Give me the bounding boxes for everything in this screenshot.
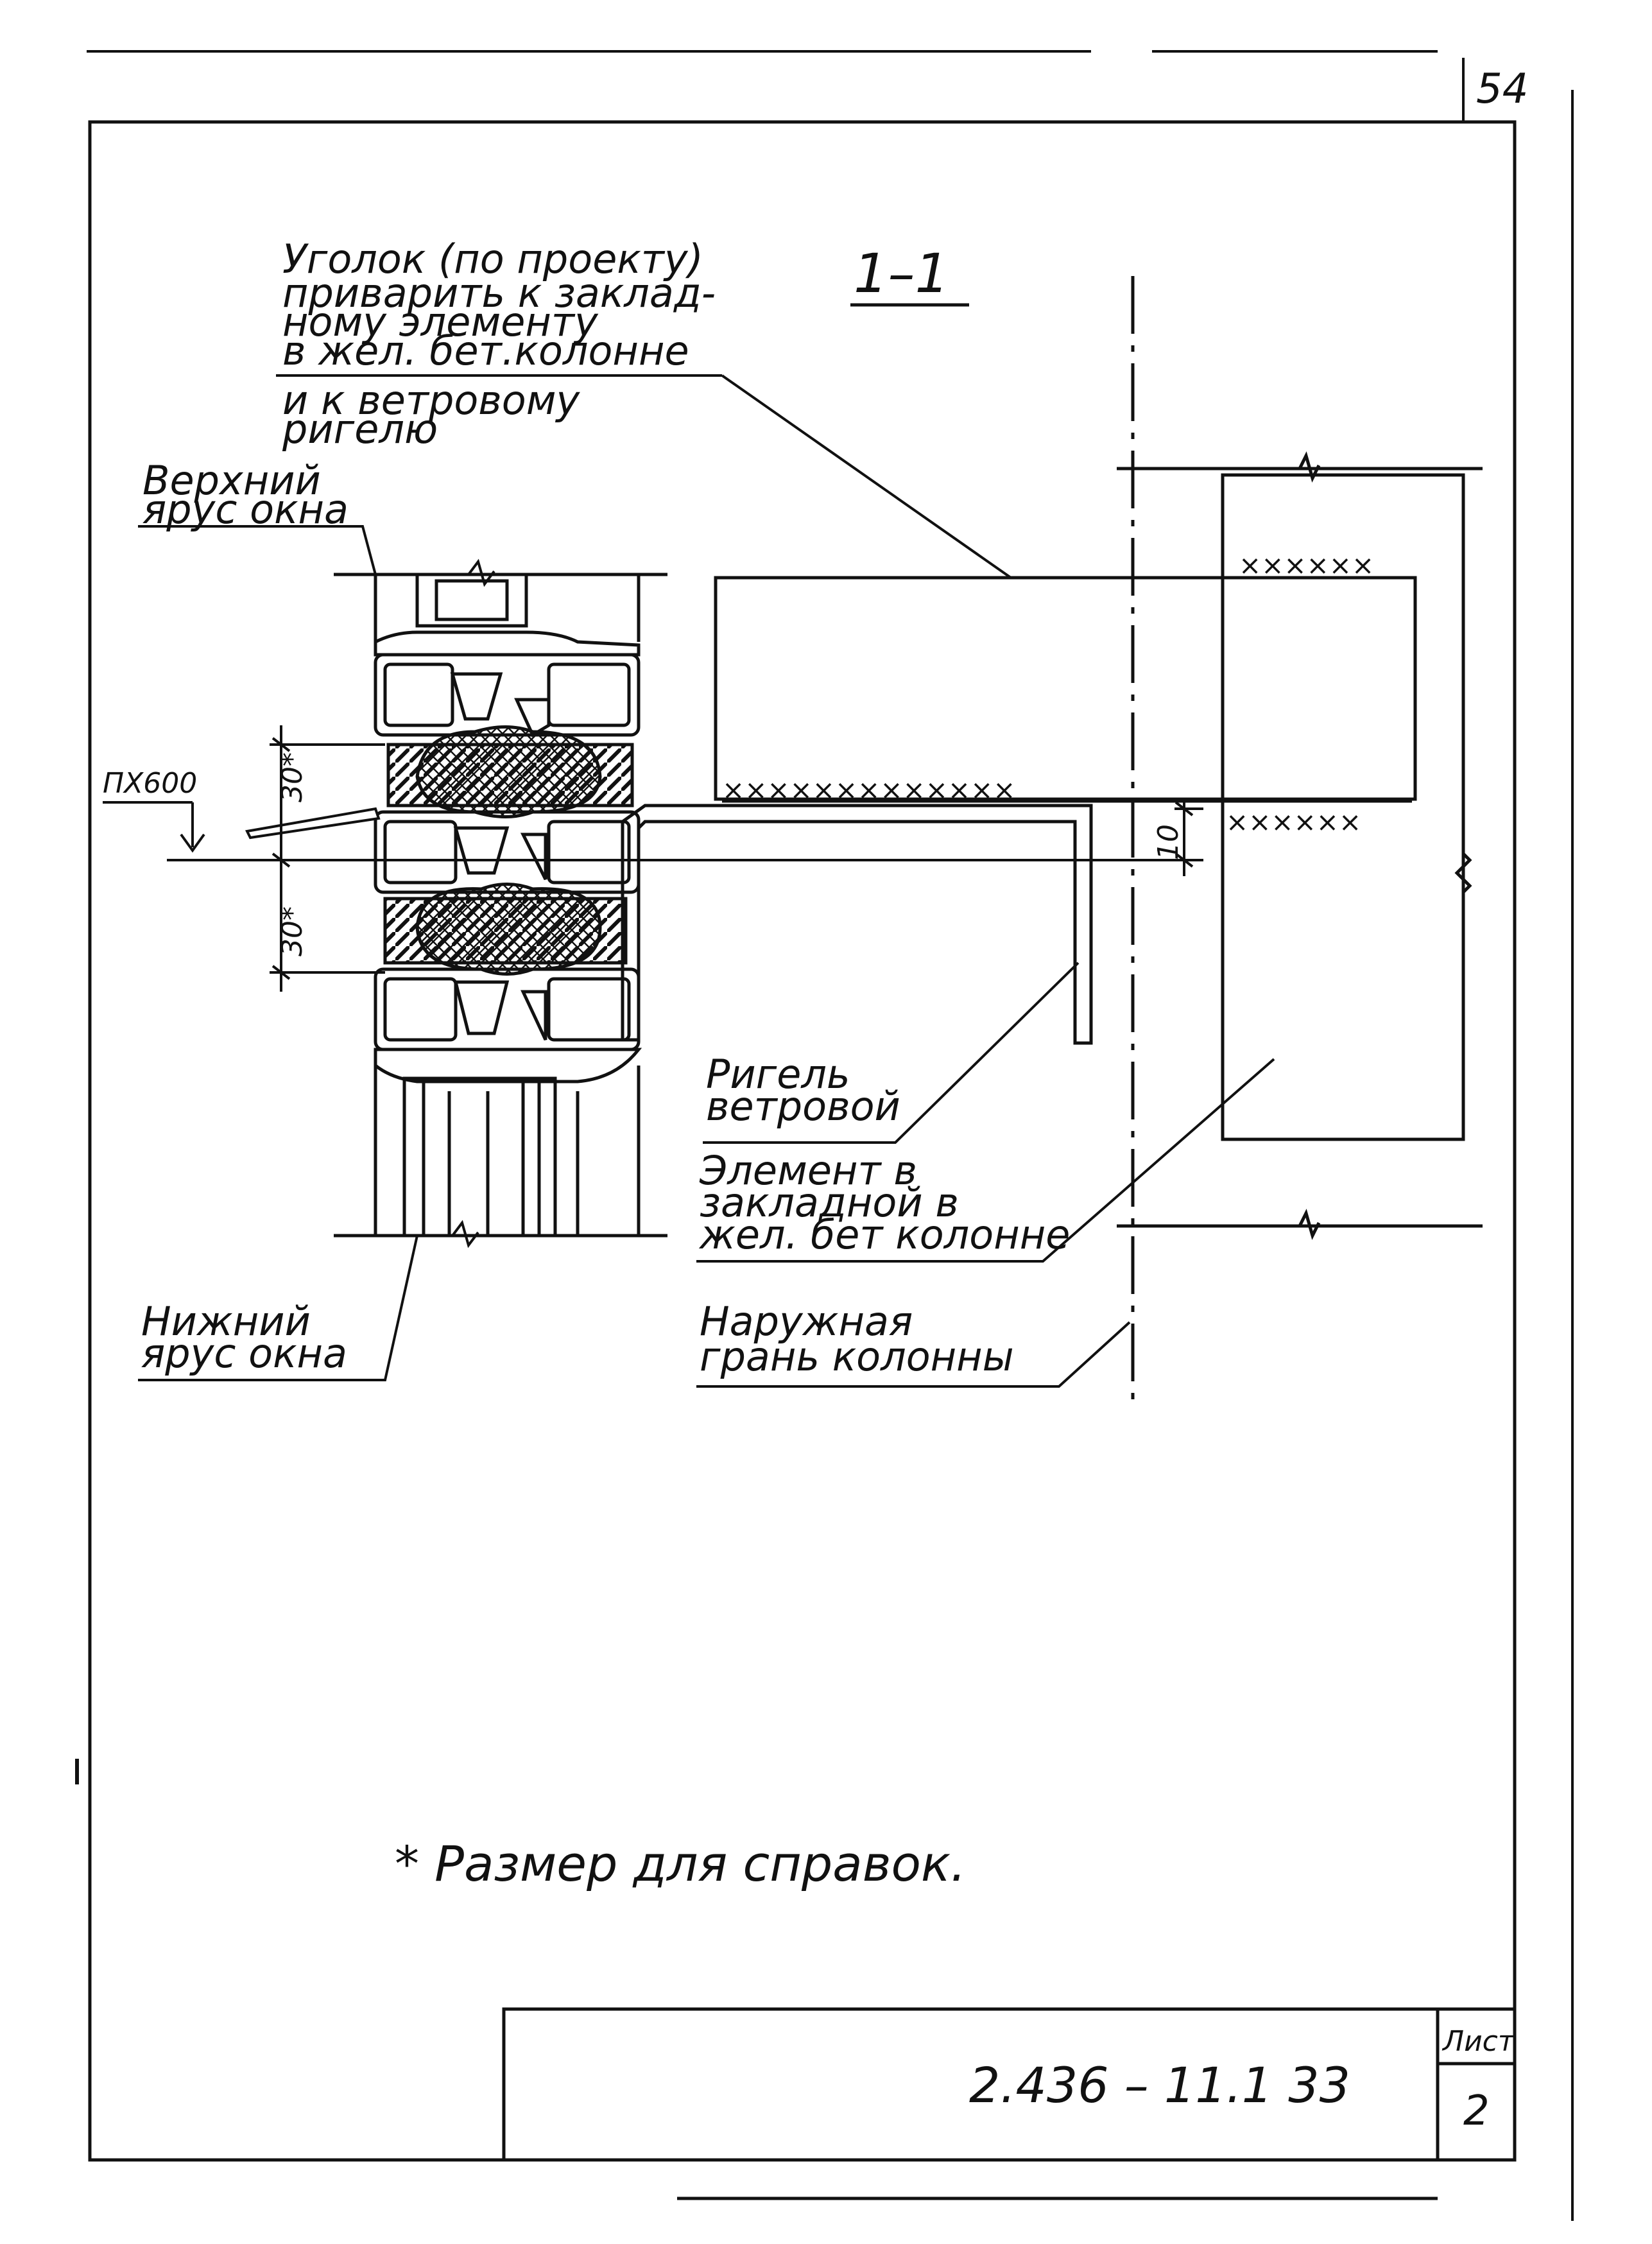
rigel-leader: [703, 962, 1080, 1144]
steel-angle: [621, 804, 1093, 1045]
weld-marks-top: ××××××: [1239, 549, 1374, 581]
lower-tier-leader: [138, 1235, 418, 1381]
doc-code: 2.436 – 11.1 33: [969, 2057, 1350, 2114]
sheet-label: Лист: [1441, 2025, 1515, 2058]
embed-leader: [696, 1058, 1275, 1263]
outer-face-label: Наружная грань колонны: [700, 1298, 1014, 1380]
svg-text:и к ветровому: и к ветровому: [282, 377, 580, 424]
svg-text:Наружная: Наружная: [700, 1298, 913, 1345]
break-mark-bottom: [451, 1220, 479, 1248]
upper-tier-leader: [138, 525, 377, 575]
svg-text:ярус окна: ярус окна: [142, 486, 348, 533]
svg-text:ригелю: ригелю: [282, 406, 438, 453]
dim-lower: 30*: [276, 906, 309, 956]
window-profile: [334, 573, 667, 1238]
rigel-label: Ригель ветровой: [706, 1051, 900, 1130]
wind-rigel: [714, 576, 1417, 803]
svg-text:Ригель: Ригель: [706, 1051, 850, 1098]
upper-tier-label: Верхний ярус окна: [142, 457, 348, 533]
svg-text:грань колонны: грань колонны: [700, 1333, 1014, 1380]
weld-marks-right: ××××××: [1226, 806, 1361, 838]
svg-text:жел. бет колонне: жел. бет колонне: [698, 1211, 1070, 1258]
top-trim-line: [87, 50, 1574, 2221]
corner-label: Уголок (по проекту) приварить к заклад- …: [282, 236, 716, 453]
svg-text:ветровой: ветровой: [706, 1083, 900, 1130]
svg-text:приварить к заклад-: приварить к заклад-: [282, 270, 716, 316]
svg-text:ярус окна: ярус окна: [141, 1330, 347, 1377]
dim-upper: 30*: [276, 752, 309, 802]
plate-arrow: [180, 802, 205, 853]
lower-tier-label: Нижний ярус окна: [141, 1298, 347, 1377]
svg-text:закладной в: закладной в: [700, 1179, 959, 1226]
reference-note: * Размер для справок.: [395, 1835, 966, 1892]
svg-text:в жел. бет.колонне: в жел. бет.колонне: [282, 327, 689, 374]
break-mark-top: [467, 558, 495, 587]
svg-text:ному элементу: ному элементу: [282, 298, 599, 345]
page-number: 54: [1476, 65, 1528, 113]
dimension-lines: [167, 725, 1203, 992]
weld-marks-bottom: ×××××××××××××: [722, 774, 1016, 806]
corner-leader: [276, 374, 1012, 579]
svg-text:Элемент в: Элемент в: [699, 1147, 917, 1194]
sheet-number: 2: [1463, 2087, 1490, 2135]
svg-text:Верхний: Верхний: [142, 457, 321, 504]
drip-plate: [245, 807, 381, 840]
column: [1117, 276, 1483, 1406]
dim-angle: 10: [1152, 824, 1185, 860]
svg-text:Уголок (по проекту): Уголок (по проекту): [282, 236, 703, 282]
plate-label: ПХ600: [103, 767, 197, 800]
section-title: 1–1: [854, 242, 949, 305]
svg-text:Нижний: Нижний: [141, 1298, 311, 1345]
title-block: [502, 2007, 1517, 2200]
embed-label: Элемент в закладной в жел. бет колонне: [698, 1147, 1070, 1258]
outer-face-leader: [696, 1321, 1131, 1388]
